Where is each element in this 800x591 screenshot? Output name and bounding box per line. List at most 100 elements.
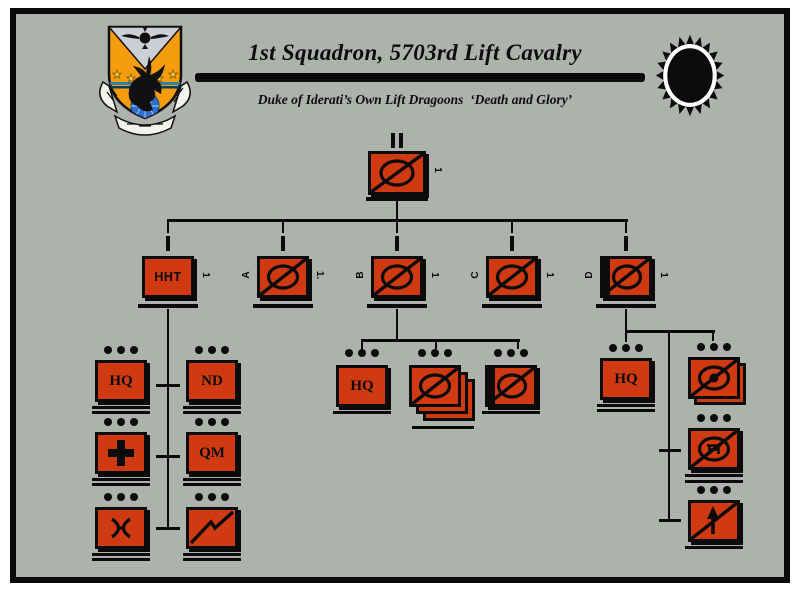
- heavy-stripe: [600, 256, 610, 298]
- hq-label: HQ: [614, 370, 638, 387]
- supply-zigzag-icon: [189, 510, 235, 545]
- svg-text:★: ★: [154, 72, 164, 85]
- connector: [395, 309, 399, 340]
- connector: [624, 219, 628, 233]
- connector: [624, 330, 628, 342]
- page-title: 1st Squadron, 5703rd Lift Cavalry: [248, 40, 582, 65]
- lift-cavalry-dot-symbol: [691, 360, 737, 396]
- heavy-lift-platoon-box: [485, 365, 537, 407]
- unit-underline: [482, 411, 540, 414]
- b-troop-letter: B: [355, 271, 366, 279]
- connector: [711, 330, 715, 341]
- hht-label: HHT: [154, 270, 182, 284]
- d-troop-box: [600, 256, 652, 298]
- unit-underline: [412, 426, 474, 429]
- platoon-dots: [485, 349, 537, 357]
- unit-underline: [138, 304, 198, 308]
- echelon-troop-I: [624, 236, 628, 251]
- unit-underline: [92, 558, 150, 561]
- nd-unit-box: ND: [186, 360, 238, 402]
- platoon-dots: [186, 418, 238, 426]
- platoon-dots: [95, 346, 147, 354]
- arrow-platoon-box: [688, 500, 740, 542]
- unit-underline: [597, 409, 655, 412]
- connector: [360, 339, 364, 349]
- echelon-troop-I: [166, 236, 170, 251]
- platoon-dots: [409, 349, 461, 357]
- support-lift-platoon-box: [688, 428, 740, 470]
- unit-underline: [333, 411, 391, 414]
- heavy-stripe: [485, 365, 495, 407]
- unit-underline: [92, 406, 150, 409]
- lift-cavalry-support-symbol: [691, 431, 737, 467]
- lift-platoon-stack-box: [409, 365, 461, 407]
- a-troop-box: [257, 256, 309, 298]
- platoon-dots: [95, 418, 147, 426]
- squadron-number-label: 1: [432, 167, 443, 173]
- regimental-crest-icon: ★★★ ★★: [95, 22, 195, 145]
- qm-unit-box: QM: [186, 432, 238, 474]
- echelon-squadron-II: [385, 132, 409, 148]
- unit-underline: [92, 553, 150, 556]
- lift-cavalry-symbol: [488, 368, 534, 404]
- slash-arrow-symbol: [691, 503, 737, 539]
- unit-underline: [685, 480, 743, 483]
- a-troop-letter: A: [241, 271, 252, 279]
- title-divider-bar: [195, 73, 645, 82]
- svg-text:★: ★: [168, 68, 178, 81]
- c-troop-box: [486, 256, 538, 298]
- connector: [510, 219, 514, 233]
- connector: [659, 449, 681, 452]
- unit-underline: [366, 197, 428, 201]
- unit-underline: [482, 304, 542, 308]
- connector: [516, 339, 520, 349]
- b-troop-box: [371, 256, 423, 298]
- supply-unit-box: [186, 507, 238, 549]
- unit-underline: [253, 304, 313, 308]
- hht-number-label: 1: [200, 272, 211, 278]
- platoon-dots: [600, 344, 652, 352]
- unit-underline: [685, 546, 743, 549]
- squadron-unit-box: [368, 151, 426, 195]
- a-number-label: 1.: [314, 270, 325, 280]
- connector: [156, 455, 180, 458]
- unit-underline: [597, 404, 655, 407]
- nd-label: ND: [201, 372, 223, 389]
- connector: [395, 219, 399, 233]
- recon-lift-platoon-box: [688, 357, 740, 399]
- hq-label: HQ: [109, 372, 133, 389]
- svg-text:★: ★: [112, 68, 122, 81]
- black-sun-icon: [653, 32, 727, 124]
- echelon-troop-I: [281, 236, 285, 251]
- lift-cavalry-symbol: [412, 368, 458, 404]
- lift-cavalry-symbol: [374, 259, 420, 295]
- connector: [166, 309, 170, 529]
- unit-underline: [183, 411, 241, 414]
- connector: [434, 339, 438, 349]
- unit-underline: [367, 304, 427, 308]
- unit-underline: [183, 553, 241, 556]
- connector: [395, 201, 398, 219]
- platoon-dots: [336, 349, 388, 357]
- c-number-label: 1: [544, 272, 555, 278]
- connector: [360, 339, 520, 342]
- qm-label: QM: [199, 444, 225, 461]
- connector: [667, 330, 671, 520]
- unit-underline: [596, 304, 656, 308]
- d-troop-letter: D: [584, 271, 595, 279]
- page-subtitle: Duke of Iderati’s Own Lift Dragoons ‘Dea…: [257, 92, 573, 107]
- platoon-dots: [688, 343, 740, 351]
- connector: [156, 384, 180, 387]
- lift-cavalry-symbol: [603, 259, 649, 295]
- unit-underline: [183, 478, 241, 481]
- unit-underline: [183, 406, 241, 409]
- unit-underline: [183, 483, 241, 486]
- b-hq-unit-box: HQ: [336, 365, 388, 407]
- connector: [281, 219, 285, 233]
- platoon-dots: [688, 486, 740, 494]
- c-troop-letter: C: [470, 271, 481, 279]
- connector: [624, 309, 628, 332]
- lift-cavalry-symbol: [371, 154, 423, 192]
- hq-unit-box: HQ: [95, 360, 147, 402]
- maintenance-wrench-icon: [111, 517, 131, 539]
